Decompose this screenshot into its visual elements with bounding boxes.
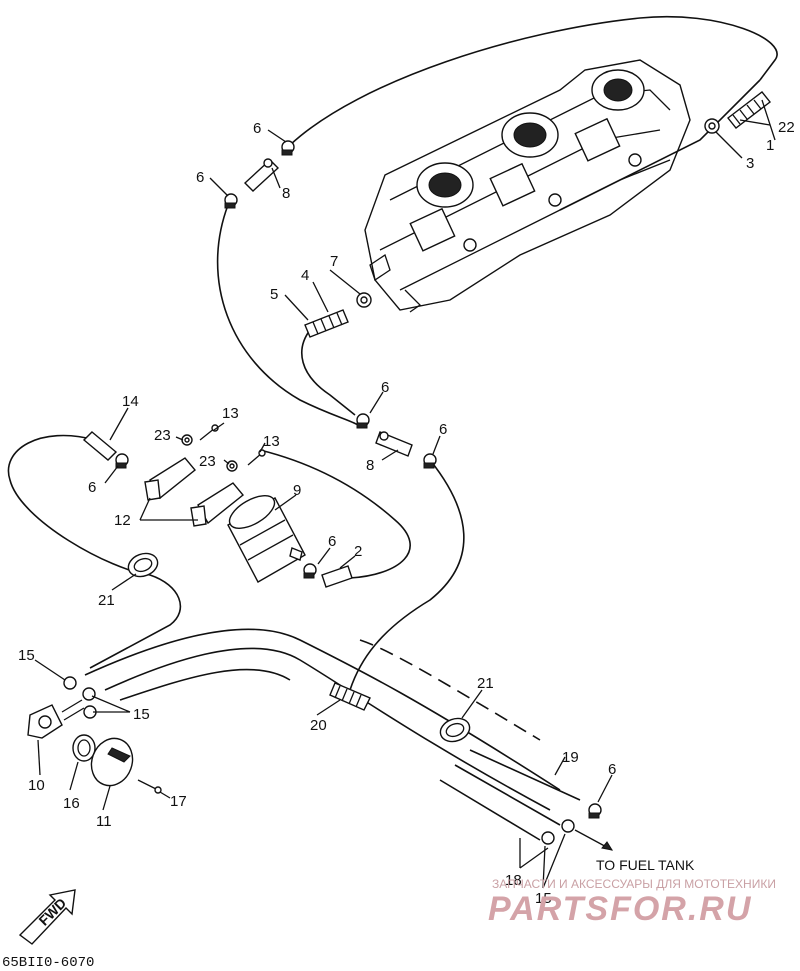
- fitting-8-top: [243, 158, 280, 192]
- fuel-filter-9: [227, 495, 306, 583]
- callout-23-a: 23: [154, 427, 171, 444]
- callout-2: 2: [354, 543, 362, 560]
- callout-1: 1: [766, 137, 774, 154]
- callout-21-b: 21: [477, 675, 494, 692]
- callout-5: 5: [270, 286, 278, 303]
- to-tank-arrowhead: [601, 841, 614, 851]
- clamp-15-tank-a: [541, 831, 555, 845]
- screw-13b: [247, 449, 266, 466]
- clamp-15-tank-b: [561, 819, 575, 833]
- spring-hose-top: [727, 91, 771, 129]
- grommet-21a: [127, 552, 159, 578]
- carburetor-assembly: [364, 59, 691, 313]
- callout-13-b: 13: [263, 433, 280, 450]
- callout-6-b: 6: [196, 169, 204, 186]
- callout-14: 14: [122, 393, 139, 410]
- callout-19: 19: [562, 749, 579, 766]
- callout-6-d: 6: [439, 421, 447, 438]
- callout-17: 17: [170, 793, 187, 810]
- callout-18: 18: [505, 872, 522, 889]
- bracket-12a: [144, 457, 196, 501]
- fuel-cock-10: [27, 699, 85, 739]
- callout-6-g: 6: [608, 761, 616, 778]
- fuel-hoses: [7, 15, 778, 841]
- callout-4: 4: [301, 267, 309, 284]
- clamp-6-14: [115, 453, 129, 469]
- clamp-6-top: [281, 140, 295, 156]
- callout-12: 12: [114, 512, 131, 529]
- fitting-8-mid: [375, 431, 413, 457]
- clamp-6-mid-a: [356, 413, 370, 429]
- callout-15-b: 15: [133, 706, 150, 723]
- screw-13a: [199, 424, 219, 441]
- callout-8-b: 8: [366, 457, 374, 474]
- to-fuel-tank-label: TO FUEL TANK: [596, 857, 695, 873]
- callout-6-e: 6: [88, 479, 96, 496]
- bracket-12b: [190, 482, 244, 527]
- parts: [27, 91, 771, 851]
- knob-11: [90, 737, 134, 787]
- callout-6-f: 6: [328, 533, 336, 550]
- fwd-arrow-icon: FWD: [18, 889, 76, 945]
- callout-6-a: 6: [253, 120, 261, 137]
- clamp-3: [704, 118, 720, 134]
- clamp-15a: [63, 676, 77, 690]
- callout-10: 10: [28, 777, 45, 794]
- ring-16: [72, 734, 96, 762]
- washer-23b: [226, 460, 238, 472]
- callout-11: 11: [96, 813, 112, 830]
- clamp-6-filter: [303, 563, 317, 579]
- clamp-6-mid-b: [423, 453, 437, 469]
- hose-14-end: [82, 431, 118, 461]
- callout-21-a: 21: [98, 592, 115, 609]
- callout-16: 16: [63, 795, 80, 812]
- callout-22: 22: [778, 119, 795, 136]
- callout-23-b: 23: [199, 453, 216, 470]
- callout-20: 20: [310, 717, 327, 734]
- spring-protector-20: [329, 682, 371, 711]
- watermark: ЗАПЧАСТИ И АКСЕССУАРЫ ДЛЯ МОТОТЕХНИКИ PA…: [488, 877, 776, 928]
- callout-7: 7: [330, 253, 338, 270]
- drawing-code: 65BII0-6070: [2, 955, 94, 971]
- callout-13-a: 13: [222, 405, 239, 422]
- callout-15-c: 15: [535, 890, 552, 907]
- callout-3: 3: [746, 155, 754, 172]
- callout-labels: 22 1 3 6 6 8 7 4 5 6 6 8 14 23 13 13 23 …: [18, 119, 795, 907]
- watermark-tagline: ЗАПЧАСТИ И АКСЕССУАРЫ ДЛЯ МОТОТЕХНИКИ: [492, 877, 776, 891]
- screw-17: [137, 779, 162, 794]
- watermark-logo: PARTSFOR.RU: [488, 890, 752, 928]
- clamp-6-tank: [588, 803, 602, 819]
- washer-23a: [181, 434, 193, 446]
- callout-15-a: 15: [18, 647, 35, 664]
- callout-8-a: 8: [282, 185, 290, 202]
- clamp-7: [356, 292, 372, 308]
- grommet-21b: [439, 717, 471, 743]
- clamp-15b: [82, 687, 96, 701]
- spring-hose-mid: [304, 309, 349, 338]
- clamp-6-left: [224, 193, 238, 209]
- leader-lines: [34, 99, 776, 889]
- callout-6-c: 6: [381, 379, 389, 396]
- callout-9: 9: [293, 482, 301, 499]
- hose-2: [321, 565, 353, 588]
